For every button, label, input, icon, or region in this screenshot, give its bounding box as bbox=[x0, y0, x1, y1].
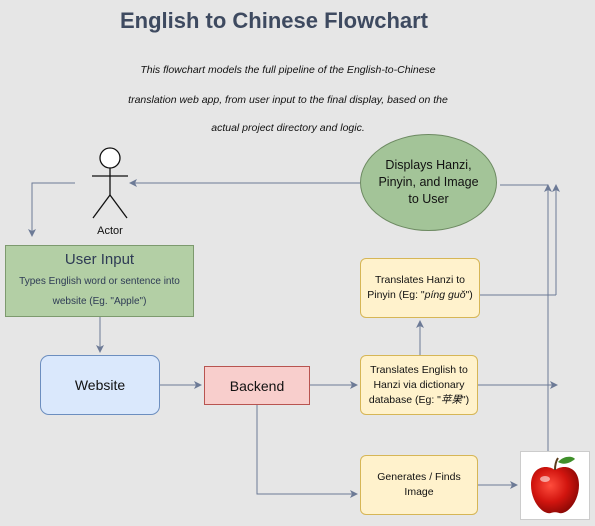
english-line: Hanzi via dictionary bbox=[373, 378, 465, 391]
user-input-desc: website (Eg. "Apple") bbox=[52, 296, 147, 307]
description-line: This flowchart models the full pipeline … bbox=[140, 64, 436, 76]
stick-figure-icon bbox=[92, 147, 128, 219]
display-node[interactable]: Displays Hanzi, Pinyin, and Image to Use… bbox=[360, 134, 497, 231]
display-line: Pinyin, and Image bbox=[378, 175, 479, 189]
english-line: database (Eg: " bbox=[368, 393, 441, 406]
description-line: translation web app, from user input to … bbox=[128, 94, 448, 106]
hanzi-example: 苹果 bbox=[440, 393, 462, 406]
display-line: Displays Hanzi, bbox=[385, 158, 472, 172]
pinyin-line: ") bbox=[465, 289, 473, 301]
page-title: English to Chinese Flowchart bbox=[119, 8, 429, 33]
english-line: Translates English to bbox=[370, 363, 468, 376]
backend-node[interactable]: Backend bbox=[204, 366, 310, 405]
apple-icon bbox=[531, 456, 579, 514]
pinyin-line: Pinyin (Eg: " bbox=[367, 289, 425, 301]
pinyin-line: Translates Hanzi to bbox=[374, 274, 466, 286]
translate-english-node[interactable]: Translates English to Hanzi via dictiona… bbox=[360, 355, 478, 415]
english-line: ") bbox=[461, 393, 470, 406]
apple-image[interactable] bbox=[520, 451, 590, 520]
user-input-title: User Input bbox=[64, 251, 135, 268]
image-line: Image bbox=[404, 486, 434, 498]
generate-image-node[interactable]: Generates / Finds Image bbox=[360, 455, 478, 515]
user-input-node[interactable]: User Input Types English word or sentenc… bbox=[5, 245, 194, 317]
image-line: Generates / Finds bbox=[377, 471, 461, 483]
pinyin-example: píng guǒ bbox=[424, 289, 466, 301]
arrow-backend-to-image bbox=[256, 405, 358, 498]
translate-pinyin-node[interactable]: Translates Hanzi to Pinyin (Eg: "píng gu… bbox=[360, 258, 480, 318]
actor-label: Actor bbox=[97, 225, 123, 237]
description-line: actual project directory and logic. bbox=[211, 122, 365, 134]
user-input-desc: Types English word or sentence into bbox=[19, 276, 180, 287]
website-node[interactable]: Website bbox=[40, 355, 160, 415]
display-line: to User bbox=[408, 192, 449, 206]
arrow-actor-to-input bbox=[28, 182, 75, 237]
